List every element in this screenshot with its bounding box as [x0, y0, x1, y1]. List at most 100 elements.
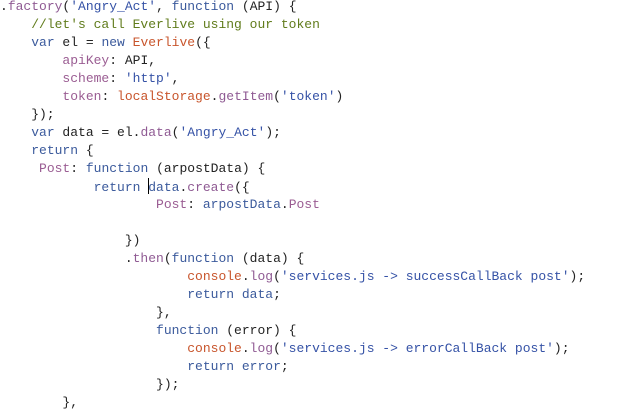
code-token: .	[241, 269, 250, 284]
code-token: (data) {	[234, 251, 305, 266]
code-token: return	[31, 143, 79, 158]
code-token: ({	[234, 180, 250, 195]
code-token	[0, 197, 156, 212]
code-line[interactable]: //let's call Everlive using our token	[0, 16, 623, 34]
code-token: 'token'	[280, 89, 336, 104]
code-token: (	[163, 251, 172, 266]
code-token: .	[179, 180, 188, 195]
code-token: (	[62, 0, 71, 14]
code-token	[0, 269, 187, 284]
code-token	[0, 89, 62, 104]
code-line[interactable]: return {	[0, 142, 623, 160]
code-token: token	[62, 89, 102, 104]
code-line[interactable]: scheme: 'http',	[0, 70, 623, 88]
code-line[interactable]: });	[0, 376, 623, 394]
code-line[interactable]: console.log('services.js -> errorCallBac…	[0, 340, 623, 358]
code-token	[125, 35, 133, 50]
code-token: ,	[156, 0, 172, 14]
code-token	[234, 359, 242, 374]
code-token: (	[171, 125, 180, 140]
code-token: ;	[280, 359, 289, 374]
code-token: error	[241, 359, 281, 374]
code-token: :	[70, 161, 86, 176]
code-token: );	[553, 341, 570, 356]
code-line[interactable]: },	[0, 304, 623, 322]
code-line[interactable]: return error;	[0, 358, 623, 376]
code-token: .	[241, 341, 250, 356]
code-token: })	[0, 233, 141, 248]
code-token	[0, 287, 187, 302]
code-token: :	[101, 89, 118, 104]
code-token	[140, 178, 150, 195]
code-token: 'http'	[124, 71, 172, 86]
code-token: function	[156, 323, 219, 338]
code-token: new	[101, 35, 125, 50]
code-token: )	[335, 89, 344, 104]
code-token: Post	[39, 161, 71, 176]
code-line[interactable]: return data;	[0, 286, 623, 304]
code-token: },	[0, 305, 172, 320]
code-token: log	[249, 269, 274, 284]
code-token: el =	[54, 35, 102, 50]
code-token: ;	[273, 287, 281, 302]
code-token: .	[0, 251, 133, 266]
code-token	[0, 35, 31, 50]
code-token: :	[187, 197, 203, 212]
code-token: //let's call Everlive using our token	[31, 17, 320, 32]
code-token: console	[187, 269, 242, 284]
code-token	[0, 161, 39, 176]
code-token: return	[93, 180, 141, 195]
code-token	[0, 125, 31, 140]
code-token: });	[0, 107, 55, 122]
code-line[interactable]: })	[0, 232, 623, 250]
code-token: console	[187, 341, 242, 356]
code-token: (	[273, 89, 281, 104]
code-token: Post	[288, 197, 320, 212]
code-token: Post	[156, 197, 188, 212]
code-line[interactable]: var data = el.data('Angry_Act');	[0, 124, 623, 142]
code-token: },	[0, 395, 79, 410]
code-line[interactable]: });	[0, 106, 623, 124]
code-token: data = el.	[54, 125, 141, 140]
code-token: {	[78, 143, 94, 158]
code-token: );	[569, 269, 586, 284]
code-token: log	[249, 341, 274, 356]
code-token: function	[85, 161, 149, 176]
code-token: : API,	[109, 53, 157, 68]
code-token: .	[0, 0, 8, 14]
code-token: 'services.js -> errorCallBack post'	[280, 341, 554, 356]
code-token: .	[210, 89, 219, 104]
code-line[interactable]: .then(function (data) {	[0, 250, 623, 268]
code-line[interactable]: return data.create({	[0, 178, 623, 196]
code-token: data	[140, 125, 172, 140]
code-token: (	[273, 341, 281, 356]
code-token	[0, 359, 187, 374]
code-token: (API) {	[234, 0, 297, 14]
code-token: arpostData	[202, 197, 281, 212]
code-token: data	[241, 287, 274, 302]
code-token: 'Angry_Act'	[179, 125, 266, 140]
code-token	[0, 180, 94, 195]
code-token	[0, 341, 187, 356]
code-token: return	[187, 359, 235, 374]
code-token: Everlive	[132, 35, 196, 50]
code-line[interactable]: apiKey: API,	[0, 52, 623, 70]
code-line[interactable]: .factory('Angry_Act', function (API) {	[0, 0, 623, 16]
code-line[interactable]	[0, 214, 623, 232]
code-line[interactable]: Post: function (arpostData) {	[0, 160, 623, 178]
text-cursor	[148, 178, 150, 194]
code-line[interactable]: function (error) {	[0, 322, 623, 340]
code-token: ,	[171, 71, 180, 86]
code-token: function	[171, 251, 235, 266]
code-token: 'services.js -> successCallBack post'	[280, 269, 570, 284]
code-line[interactable]: token: localStorage.getItem('token')	[0, 88, 623, 106]
code-token: (error) {	[218, 323, 297, 338]
code-line[interactable]: var el = new Everlive({	[0, 34, 623, 52]
code-token: });	[0, 377, 180, 392]
code-token	[0, 323, 156, 338]
code-token	[0, 71, 62, 86]
code-line[interactable]: Post: arpostData.Post	[0, 196, 623, 214]
code-line[interactable]: console.log('services.js -> successCallB…	[0, 268, 623, 286]
code-line[interactable]: },	[0, 394, 623, 412]
